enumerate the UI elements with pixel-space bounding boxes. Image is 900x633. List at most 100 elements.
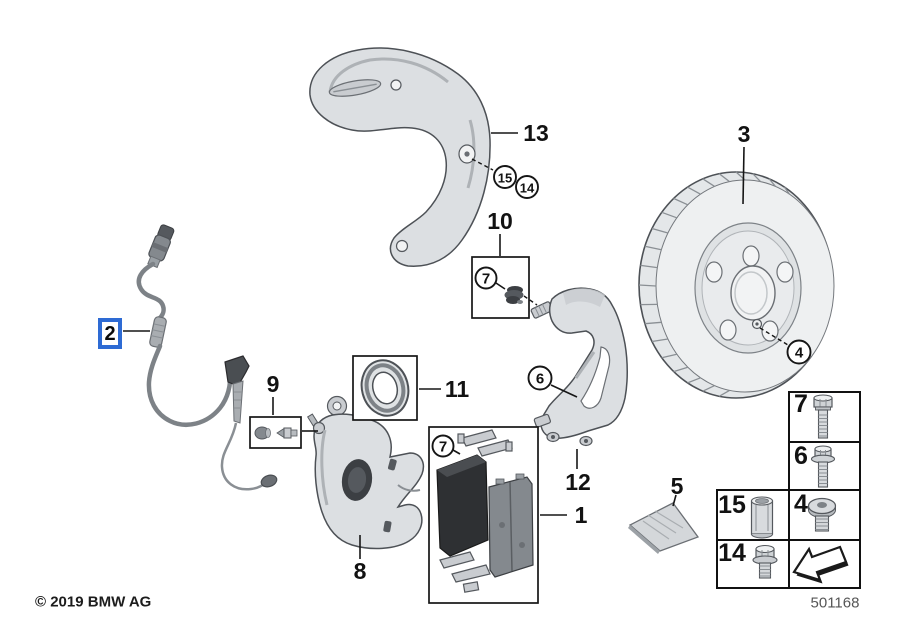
hardware-legend-table: 7 6 4 15 xyxy=(716,390,861,589)
callout-4: 4 xyxy=(795,345,804,362)
legend-cell-14 xyxy=(716,539,790,589)
grease-bag-wrinkles xyxy=(642,510,684,540)
sensor-connector-plug xyxy=(147,224,175,269)
caliper-piston xyxy=(347,467,367,493)
countersunk-bolt-icon xyxy=(807,497,837,532)
pad-lug xyxy=(515,473,525,480)
wheel-bolt-hole xyxy=(742,245,760,267)
legend-label-4[interactable]: 4 xyxy=(794,490,808,518)
sensor-probe-ribs xyxy=(234,391,242,409)
carrier-window xyxy=(580,346,611,409)
caliper-bleeder-boss xyxy=(312,421,326,435)
wheel-bolt-hole xyxy=(719,319,737,341)
legend-label-6[interactable]: 6 xyxy=(794,442,808,470)
grease-bag-body xyxy=(628,502,700,552)
sensor-cable-loop xyxy=(146,343,233,427)
caliper-fork-notch xyxy=(397,484,421,492)
piston-seal-drawing xyxy=(360,359,410,417)
callout-line-5 xyxy=(672,494,677,507)
callout-2-highlight-inner xyxy=(102,322,118,345)
caliper-shading xyxy=(320,429,329,506)
callout-7a-circle[interactable]: 7 xyxy=(474,266,498,290)
caliper-carrier-drawing xyxy=(530,287,628,447)
shield-bottom-hole xyxy=(395,239,409,253)
callout-10[interactable]: 10 xyxy=(487,208,513,234)
callout-12[interactable]: 12 xyxy=(565,469,591,495)
callout-7b-circle[interactable]: 7 xyxy=(431,434,455,458)
grease-bag-drawing xyxy=(628,502,700,554)
retaining-clip-bottom xyxy=(451,564,491,583)
brake-pads-group xyxy=(428,426,539,604)
legend-label-14[interactable]: 14 xyxy=(718,539,746,567)
shield-screw-hole-center xyxy=(464,151,470,157)
sensor-wire-tail xyxy=(220,422,266,491)
retaining-clip-bottom xyxy=(439,551,475,569)
callout-15-circle[interactable]: 15 xyxy=(493,165,517,189)
sensor-head xyxy=(260,474,278,488)
callout-lines xyxy=(123,132,789,559)
pad-rivet xyxy=(519,542,525,548)
bleed-screw-drawing xyxy=(276,427,298,439)
cable-grommet-sleeve xyxy=(149,316,167,348)
flange-bolt-icon xyxy=(810,445,836,488)
callout-line-15 xyxy=(471,158,494,171)
carrier-lower-pin-boss xyxy=(533,413,551,428)
guide-pin-cap-drawing xyxy=(504,286,524,304)
sensor-holder xyxy=(224,355,250,387)
callout-3[interactable]: 3 xyxy=(738,121,751,147)
callout-6-circle[interactable]: 6 xyxy=(527,365,553,391)
callout-14: 14 xyxy=(520,181,535,196)
shield-top-hole xyxy=(390,79,402,91)
brake-pad-inner-top-face xyxy=(437,455,486,477)
wheel-bolt-hole xyxy=(761,320,779,342)
wheel-bolt-hole xyxy=(705,261,723,283)
callout-9[interactable]: 9 xyxy=(267,371,280,397)
caliper-top-lug-hole xyxy=(332,401,342,411)
brake-disc-drawing xyxy=(638,171,835,399)
callout-13[interactable]: 13 xyxy=(523,120,549,146)
pad-rivet xyxy=(499,522,505,528)
callout-11[interactable]: 11 xyxy=(445,376,470,402)
callout-4-circle[interactable]: 4 xyxy=(786,339,812,365)
callout-5[interactable]: 5 xyxy=(671,473,684,499)
callout-8[interactable]: 8 xyxy=(354,558,367,584)
callout-line-3 xyxy=(742,146,745,205)
copyright-text: © 2019 BMW AG xyxy=(35,594,151,611)
grease-bag-edge xyxy=(628,525,660,554)
dust-shield-body xyxy=(309,47,491,267)
callout-14-circle[interactable]: 14 xyxy=(515,175,539,199)
carrier-strut-highlight xyxy=(574,351,596,379)
callout-6: 6 xyxy=(536,371,544,388)
brake-caliper-drawing xyxy=(306,395,425,550)
dust-cap-rim xyxy=(265,428,271,438)
callout-line-7b xyxy=(452,449,461,455)
bleeder-kit-group xyxy=(249,416,318,449)
pad-lug xyxy=(495,478,505,485)
legend-label-7[interactable]: 7 xyxy=(794,390,808,418)
carrier-bolt-boss-hole xyxy=(584,439,588,443)
direction-arrow-icon xyxy=(792,545,849,584)
disc-bore-chamfer xyxy=(734,271,768,315)
caliper-slot xyxy=(387,458,397,471)
dust-shield-slot xyxy=(328,79,382,97)
pad-backplate-groove xyxy=(509,481,513,572)
callout-15: 15 xyxy=(498,171,512,186)
sensor-probe xyxy=(232,380,244,424)
callout-7b: 7 xyxy=(439,439,447,456)
dust-shield-drawing xyxy=(309,47,491,267)
disc-vent-slots xyxy=(638,171,791,397)
sensor-cable-upper xyxy=(136,261,166,322)
retaining-clip-top xyxy=(461,429,497,447)
caliper-slot xyxy=(383,520,392,533)
hex-bolt-icon xyxy=(813,394,833,439)
sleeve-icon xyxy=(750,496,774,539)
callout-2-highlighted[interactable]: 2 xyxy=(98,318,122,349)
callout-1[interactable]: 1 xyxy=(575,502,588,528)
clip-tab xyxy=(505,441,513,452)
carrier-body xyxy=(540,287,628,439)
legend-label-15[interactable]: 15 xyxy=(718,491,746,519)
set-screw-hole-center xyxy=(755,322,759,326)
sheet-number: 501168 xyxy=(811,595,860,612)
